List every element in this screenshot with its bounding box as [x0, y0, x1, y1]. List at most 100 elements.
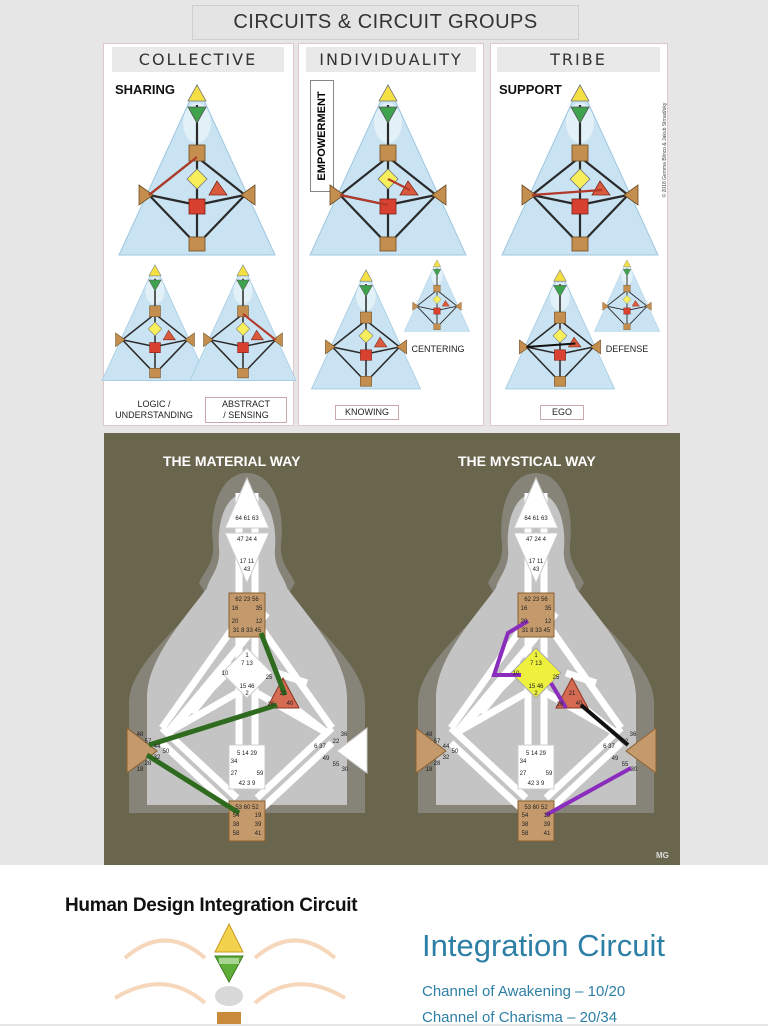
tag-empowerment: EMPOWERMENT [310, 80, 334, 192]
svg-text:7 13: 7 13 [530, 661, 542, 667]
diagram-tribe-main [500, 83, 660, 257]
svg-text:18: 18 [426, 767, 433, 773]
svg-text:15 46: 15 46 [528, 684, 544, 690]
diagram-individuality-main [308, 83, 468, 257]
svg-text:41: 41 [255, 831, 262, 837]
svg-text:21: 21 [569, 691, 576, 697]
credit-mg: MG [656, 851, 669, 860]
svg-text:39: 39 [544, 822, 551, 828]
mystical-way-title: THE MYSTICAL WAY [458, 453, 596, 469]
svg-text:31 8 33 45: 31 8 33 45 [522, 628, 551, 634]
svg-text:27: 27 [231, 771, 238, 777]
sublabel-knowing: KNOWING [335, 405, 399, 420]
svg-text:7 13: 7 13 [241, 661, 253, 667]
svg-text:55: 55 [622, 762, 629, 768]
svg-text:1: 1 [534, 653, 538, 659]
svg-text:62 23 56: 62 23 56 [524, 597, 548, 603]
diagram-defense [593, 259, 661, 332]
page-title: CIRCUITS & CIRCUIT GROUPS [192, 5, 579, 40]
mystical-way-black-channel [579, 703, 630, 747]
diagram-logic [101, 264, 209, 382]
svg-text:20: 20 [232, 619, 239, 625]
svg-text:35: 35 [256, 606, 263, 612]
svg-text:17 11: 17 11 [529, 559, 544, 565]
svg-text:42 3 9: 42 3 9 [239, 781, 256, 787]
sublabel-abstract: ABSTRACT / SENSING [205, 397, 287, 423]
svg-text:26: 26 [268, 702, 275, 708]
material-way-gates: 64 61 63 47 24 4 17 11 43 62 23 56 16 35… [137, 516, 349, 837]
svg-text:57: 57 [434, 739, 441, 745]
channel-awakening: Channel of Awakening – 10/20 [422, 983, 626, 1000]
ornament-icon [113, 938, 347, 1005]
svg-text:42 3 9: 42 3 9 [528, 781, 545, 787]
svg-text:58: 58 [233, 831, 240, 837]
svg-text:47 24 4: 47 24 4 [237, 537, 258, 543]
diagram-ego [504, 269, 616, 390]
svg-text:32: 32 [154, 755, 161, 761]
svg-text:39: 39 [255, 822, 262, 828]
svg-text:59: 59 [257, 771, 264, 777]
svg-text:40: 40 [576, 701, 583, 707]
svg-text:5 14 29: 5 14 29 [526, 751, 547, 757]
ways-bodygraphs: 64 61 63 47 24 4 17 11 43 62 23 56 16 35… [104, 433, 680, 865]
svg-text:54: 54 [233, 813, 240, 819]
svg-text:10: 10 [513, 671, 520, 677]
svg-text:55: 55 [333, 762, 340, 768]
svg-text:16: 16 [521, 606, 528, 612]
svg-text:64 61 63: 64 61 63 [235, 516, 259, 522]
svg-text:25: 25 [266, 675, 273, 681]
svg-text:58: 58 [522, 831, 529, 837]
svg-text:28: 28 [434, 761, 441, 767]
svg-text:36: 36 [630, 732, 637, 738]
column-header-individuality: INDIVIDUALITY [306, 47, 476, 72]
svg-text:50: 50 [163, 749, 170, 755]
svg-text:43: 43 [244, 567, 251, 573]
integration-circuit-title: Integration Circuit [422, 928, 665, 963]
svg-text:18: 18 [137, 767, 144, 773]
svg-text:6 37: 6 37 [314, 744, 326, 750]
svg-text:32: 32 [443, 755, 450, 761]
svg-text:17 11: 17 11 [240, 559, 255, 565]
column-header-collective: COLLECTIVE [112, 47, 284, 72]
svg-text:41: 41 [544, 831, 551, 837]
svg-text:30: 30 [631, 767, 638, 773]
sublabel-logic: LOGIC / UNDERSTANDING [115, 399, 193, 420]
svg-text:19: 19 [255, 813, 262, 819]
svg-text:38: 38 [233, 822, 240, 828]
svg-text:19: 19 [544, 813, 551, 819]
svg-text:6 37: 6 37 [603, 744, 615, 750]
svg-text:28: 28 [145, 761, 152, 767]
svg-text:49: 49 [612, 756, 619, 762]
tag-support: SUPPORT [499, 82, 562, 97]
svg-text:38: 38 [522, 822, 529, 828]
svg-text:15 46: 15 46 [239, 684, 255, 690]
column-header-tribe: TRIBE [497, 47, 660, 72]
material-way-bodygraph [127, 473, 367, 841]
svg-text:21: 21 [280, 691, 287, 697]
svg-text:47 24 4: 47 24 4 [526, 537, 547, 543]
diagram-collective-main [117, 83, 277, 257]
mystical-way-bodygraph [416, 473, 656, 841]
sublabel-ego: EGO [540, 405, 584, 420]
svg-text:2: 2 [534, 691, 538, 697]
integration-bodygraph [113, 922, 347, 1024]
tag-sharing: SHARING [115, 82, 175, 97]
diagram-abstract [189, 264, 297, 382]
svg-text:22: 22 [333, 739, 340, 745]
svg-text:44: 44 [443, 744, 450, 750]
svg-text:16: 16 [232, 606, 239, 612]
circuit-diagrams [101, 83, 661, 390]
svg-text:57: 57 [145, 739, 152, 745]
svg-text:31 8 33 45: 31 8 33 45 [233, 628, 262, 634]
material-way-green-channels [145, 632, 288, 816]
svg-text:53 60 52: 53 60 52 [235, 805, 259, 811]
svg-text:12: 12 [545, 619, 552, 625]
diagram-centering [403, 259, 471, 332]
mystical-way-purple-channels [491, 619, 632, 817]
svg-text:54: 54 [522, 813, 529, 819]
svg-text:35: 35 [545, 606, 552, 612]
svg-text:2: 2 [245, 691, 249, 697]
sublabel-defense: DEFENSE [605, 344, 649, 354]
svg-text:40: 40 [287, 701, 294, 707]
svg-text:1: 1 [245, 653, 249, 659]
